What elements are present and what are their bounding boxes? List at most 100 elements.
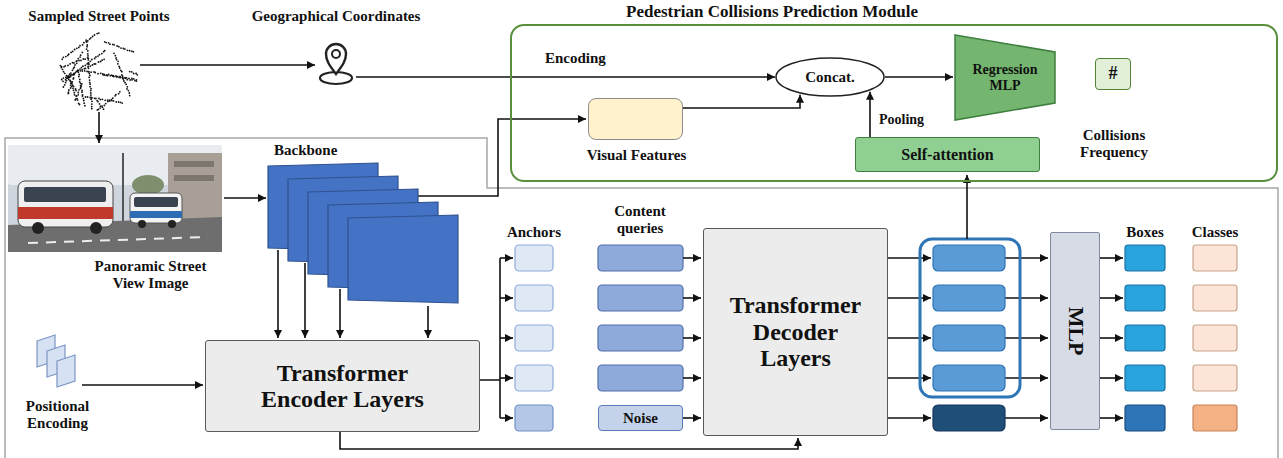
street-point [81, 52, 83, 54]
street-point [100, 72, 102, 74]
street-point [113, 76, 115, 78]
anchor-box [515, 285, 553, 311]
mlp-arrow [1100, 257, 1123, 259]
street-point [64, 72, 66, 74]
positional-encoding-icon: Positional Encoding [35, 335, 80, 392]
query-box [598, 285, 683, 311]
street-point [124, 82, 126, 84]
pano-lane [28, 237, 208, 243]
street-point [103, 105, 105, 107]
street-point [73, 68, 75, 70]
street-point [120, 101, 122, 103]
street-point [80, 86, 82, 88]
street-point [70, 81, 72, 83]
street-point [76, 71, 78, 73]
street-point [127, 49, 129, 51]
street-point [97, 55, 99, 57]
prediction-module-region: Pedestrian Collisions Prediction ModuleV… [510, 24, 1278, 182]
street-point [124, 77, 126, 79]
node-label: Collisions Frequency [1059, 127, 1169, 160]
query-arrow [683, 257, 701, 259]
street-point [90, 90, 92, 92]
street-point [88, 71, 90, 73]
street-point [68, 89, 70, 91]
street-point [89, 82, 91, 84]
street-point [77, 94, 79, 96]
street-point [92, 64, 94, 66]
street-point [121, 102, 123, 104]
node-label: Regression MLP [963, 62, 1047, 93]
street-point [97, 73, 99, 75]
street-point [129, 71, 131, 73]
street-point [72, 87, 74, 89]
street-point [120, 47, 122, 49]
anchor-arrow [500, 257, 513, 259]
street-point [69, 63, 71, 65]
street-point [84, 58, 86, 60]
street-point [108, 42, 110, 44]
street-point [82, 65, 84, 67]
street-point [75, 60, 77, 62]
street-point [87, 40, 89, 42]
map-shape [60, 30, 138, 110]
street-point [89, 83, 91, 85]
street-point [80, 82, 82, 84]
street-point [98, 98, 100, 100]
street-point [131, 71, 133, 73]
street-point [62, 68, 64, 70]
decoder-out-arrow [888, 297, 931, 299]
trapezoid-outline [955, 35, 1055, 120]
street-point [111, 99, 113, 101]
street-point [105, 42, 107, 44]
street-point [82, 95, 84, 97]
output-arrow [1005, 377, 1048, 379]
street-point [85, 41, 87, 43]
street-point [70, 83, 72, 85]
street-point [86, 71, 88, 73]
street-point [113, 100, 115, 102]
street-point [103, 58, 105, 60]
regression-mlp: Regression MLP [955, 35, 1055, 120]
bus-windows [134, 197, 178, 207]
street-point [60, 67, 62, 69]
street-point [86, 46, 88, 48]
street-point [65, 82, 67, 84]
street-point [107, 75, 109, 77]
street-point [123, 80, 125, 82]
street-point [88, 67, 90, 69]
class-output [1193, 405, 1237, 431]
street-point [128, 92, 130, 94]
pano-window [174, 161, 214, 167]
connector-arrow [82, 384, 203, 386]
street-point [72, 78, 74, 80]
street-point [99, 54, 101, 56]
street-point [133, 78, 135, 80]
street-point [121, 71, 123, 73]
street-point [82, 58, 84, 60]
street-point [84, 105, 86, 107]
street-point [77, 69, 79, 71]
node-label: Transformer Decoder Layers [721, 292, 871, 371]
connector-arrow [98, 112, 100, 143]
output-arrow [1005, 257, 1048, 259]
street-point [104, 74, 106, 76]
street-point [78, 60, 80, 62]
street-point [105, 103, 107, 105]
street-point [116, 45, 118, 47]
bus-windows [24, 187, 106, 202]
mlp-arrow [1100, 337, 1123, 339]
street-point [63, 71, 65, 73]
feature-map-plane [348, 215, 458, 303]
street-point [83, 42, 85, 44]
street-point [113, 52, 115, 54]
street-point [101, 53, 103, 55]
connector-arrow [356, 76, 775, 78]
node-label: Pedestrian Collisions Prediction Module [572, 3, 972, 22]
street-point [79, 79, 81, 81]
street-point [73, 89, 75, 91]
pin-shape [318, 40, 354, 90]
street-point [62, 57, 64, 59]
street-points-map: Sampled Street Points [60, 30, 138, 110]
street-point [87, 96, 89, 98]
street-point [126, 88, 128, 90]
